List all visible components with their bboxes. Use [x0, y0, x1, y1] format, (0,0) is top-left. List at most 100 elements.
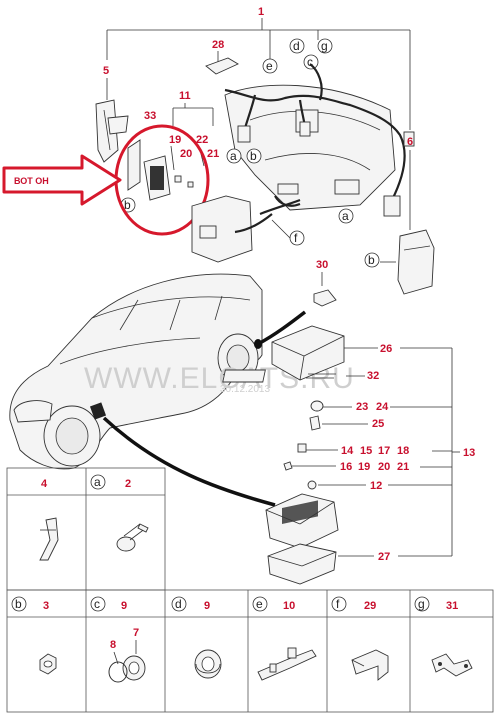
circle-d-top: d	[289, 38, 305, 54]
label-18: 18	[397, 445, 409, 457]
wiring-harness	[224, 88, 406, 201]
svg-text:b: b	[250, 149, 257, 163]
cell-2-number: 2	[125, 478, 131, 490]
label-6: 6	[407, 136, 413, 148]
label-21-bottom: 21	[397, 461, 409, 473]
part-27-lower-case	[267, 543, 337, 585]
part-12-fuse	[307, 480, 317, 490]
part-8-ring	[108, 661, 128, 683]
watermark-date: 30.12.2013	[220, 384, 270, 395]
part-2-screw	[116, 523, 149, 552]
cell-part-29: f 29	[331, 596, 389, 681]
part-30-relay	[313, 289, 337, 307]
part-6-module	[397, 229, 435, 295]
grid-bottom-row	[6, 589, 494, 713]
label-27: 27	[378, 551, 390, 563]
cell-9d-number: 9	[204, 600, 210, 612]
label-32: 32	[367, 370, 379, 382]
part-25-fuse	[309, 415, 321, 431]
callout-text: ВОТ ОН	[14, 176, 49, 186]
cell-2-letter: a	[94, 475, 101, 489]
label-25: 25	[372, 418, 384, 430]
cell-part-3: b 3	[11, 596, 57, 675]
circle-a-mid: a	[226, 148, 242, 164]
cell-31-letter: g	[418, 597, 425, 611]
cell-part-9-c: c 9 8 7	[90, 596, 146, 683]
label-16: 16	[340, 461, 352, 473]
cell-part-4: 4	[39, 478, 59, 561]
dashboard-panel	[224, 84, 396, 211]
cell-10-letter: e	[256, 597, 263, 611]
part-3-nut	[39, 653, 57, 675]
cell-9c-number: 9	[121, 600, 127, 612]
cell-10-number: 10	[283, 600, 295, 612]
callout-arrow: ВОТ ОН	[2, 154, 122, 206]
circle-b-mid: b	[246, 148, 262, 164]
part-33-relay-block	[127, 139, 141, 191]
cell-7-number: 7	[133, 627, 139, 639]
label-22: 22	[196, 134, 208, 146]
part-14-fuse	[297, 443, 307, 453]
svg-text:g: g	[321, 39, 328, 53]
circle-e-top: e	[262, 58, 278, 74]
svg-text:a: a	[230, 149, 237, 163]
label-11: 11	[179, 90, 191, 102]
cell-part-9-d: d 9	[171, 596, 222, 679]
label-5: 5	[103, 65, 109, 77]
svg-text:a: a	[342, 209, 349, 223]
part-7-grommet	[122, 655, 146, 681]
circle-f: f	[289, 230, 305, 246]
svg-text:e: e	[266, 59, 273, 73]
cell-3-letter: b	[15, 597, 22, 611]
label-12: 12	[370, 480, 382, 492]
part-29-bracket	[351, 649, 389, 681]
circle-a-right: a	[338, 208, 354, 224]
part-10-protector	[257, 647, 317, 681]
label-14: 14	[341, 445, 354, 457]
label-19-top: 19	[169, 134, 181, 146]
label-15: 15	[360, 445, 372, 457]
label-23: 23	[356, 401, 368, 413]
cell-part-2: a 2	[90, 474, 149, 552]
part-9-grommet	[194, 649, 222, 679]
cell-part-31: g 31	[414, 596, 473, 677]
label-21-top: 21	[207, 148, 219, 160]
label-17: 17	[378, 445, 390, 457]
label-20-bottom: 20	[378, 461, 390, 473]
part-28-module	[205, 57, 239, 75]
part-26-cover	[271, 325, 345, 381]
center-console	[191, 195, 253, 263]
circle-b-right: b	[364, 252, 380, 268]
part-32-label	[222, 369, 266, 383]
cell-part-10: e 10	[252, 596, 317, 681]
part-4-bracket	[39, 517, 59, 561]
part-31-bracket	[431, 653, 473, 677]
svg-text:b: b	[368, 253, 375, 267]
cell-29-number: 29	[364, 600, 376, 612]
label-33: 33	[144, 110, 156, 122]
label-24: 24	[376, 401, 389, 413]
label-30: 30	[316, 259, 328, 271]
circle-c-top: c	[303, 54, 319, 70]
circle-g-top: g	[317, 38, 333, 54]
part-23-relay	[310, 400, 324, 412]
cell-29-letter: f	[336, 597, 340, 611]
cell-8-number: 8	[110, 639, 116, 651]
svg-text:c: c	[307, 55, 313, 69]
label-13: 13	[463, 447, 475, 459]
cell-4-number: 4	[41, 478, 48, 490]
label-28: 28	[212, 39, 224, 51]
part-16-fuse	[283, 461, 293, 471]
svg-text:f: f	[294, 231, 298, 245]
cell-31-number: 31	[446, 600, 458, 612]
cell-9c-letter: c	[94, 597, 100, 611]
label-19-bottom: 19	[358, 461, 370, 473]
cell-3-number: 3	[43, 600, 49, 612]
label-26: 26	[380, 343, 392, 355]
label-1: 1	[258, 6, 264, 18]
cell-9d-letter: d	[175, 597, 182, 611]
svg-text:b: b	[124, 198, 131, 212]
label-20-top: 20	[180, 148, 192, 160]
svg-text:d: d	[293, 39, 300, 53]
